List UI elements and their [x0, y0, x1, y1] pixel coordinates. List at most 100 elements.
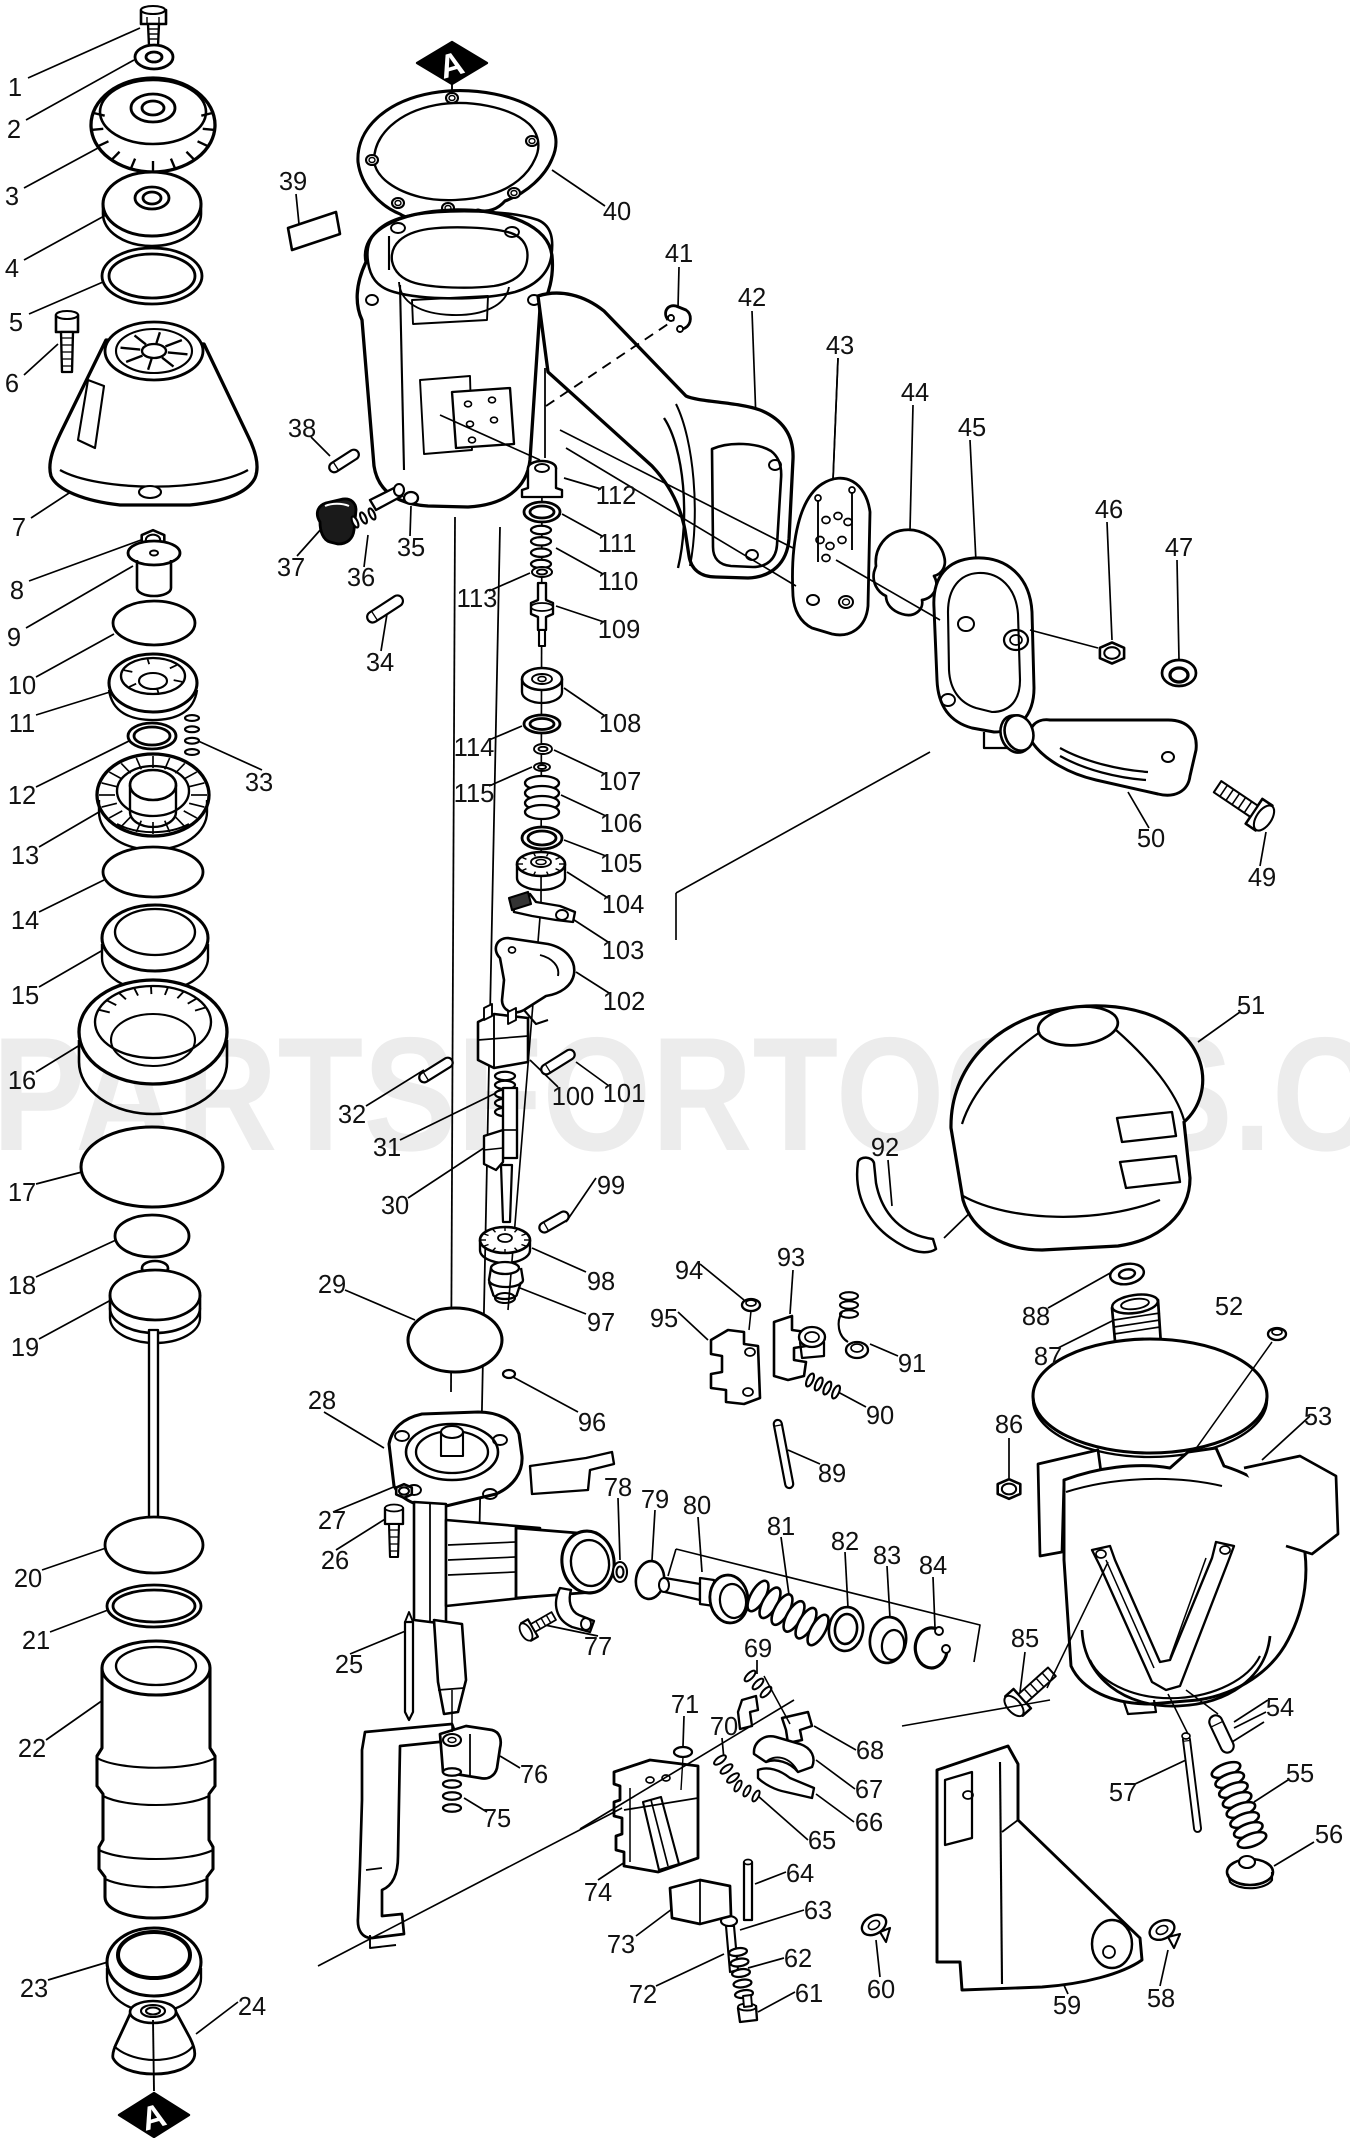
svg-text:54: 54	[1266, 1694, 1294, 1722]
svg-text:77: 77	[584, 1633, 612, 1661]
svg-text:98: 98	[587, 1268, 615, 1296]
svg-text:60: 60	[867, 1976, 895, 2004]
svg-text:12: 12	[8, 782, 36, 810]
svg-text:18: 18	[8, 1272, 36, 1300]
svg-text:28: 28	[308, 1387, 336, 1415]
svg-text:39: 39	[279, 168, 307, 196]
svg-text:46: 46	[1095, 496, 1123, 524]
svg-text:42: 42	[738, 284, 766, 312]
svg-text:100: 100	[552, 1083, 595, 1111]
svg-text:40: 40	[603, 198, 631, 226]
svg-text:99: 99	[597, 1172, 625, 1200]
svg-text:97: 97	[587, 1309, 615, 1337]
svg-text:59: 59	[1053, 1992, 1081, 2020]
svg-text:114: 114	[454, 734, 495, 762]
svg-text:65: 65	[808, 1827, 836, 1855]
svg-text:115: 115	[454, 780, 495, 808]
svg-text:62: 62	[784, 1945, 812, 1973]
svg-text:14: 14	[11, 907, 39, 935]
svg-text:94: 94	[675, 1257, 703, 1285]
svg-text:7: 7	[12, 514, 26, 542]
svg-text:20: 20	[14, 1565, 42, 1593]
svg-text:35: 35	[397, 534, 425, 562]
svg-text:37: 37	[277, 554, 305, 582]
svg-text:68: 68	[856, 1737, 884, 1765]
svg-text:31: 31	[373, 1134, 401, 1162]
svg-text:66: 66	[855, 1809, 883, 1837]
svg-text:78: 78	[604, 1474, 632, 1502]
svg-text:76: 76	[520, 1761, 548, 1789]
svg-text:56: 56	[1315, 1821, 1343, 1849]
svg-text:105: 105	[600, 850, 643, 878]
svg-text:24: 24	[238, 1993, 266, 2021]
svg-text:90: 90	[866, 1402, 894, 1430]
svg-text:15: 15	[11, 982, 39, 1010]
svg-text:2: 2	[7, 116, 21, 144]
svg-text:73: 73	[607, 1931, 635, 1959]
svg-text:81: 81	[767, 1513, 795, 1541]
svg-text:25: 25	[335, 1651, 363, 1679]
svg-text:91: 91	[898, 1350, 926, 1378]
svg-text:50: 50	[1137, 825, 1165, 853]
svg-text:8: 8	[10, 577, 24, 605]
svg-text:26: 26	[321, 1547, 349, 1575]
svg-text:85: 85	[1011, 1625, 1039, 1653]
svg-text:108: 108	[599, 710, 642, 738]
svg-text:58: 58	[1147, 1985, 1175, 2013]
svg-text:112: 112	[596, 482, 637, 510]
svg-text:17: 17	[8, 1179, 36, 1207]
svg-text:29: 29	[318, 1271, 346, 1299]
svg-text:33: 33	[245, 769, 273, 797]
svg-text:53: 53	[1304, 1403, 1332, 1431]
svg-text:64: 64	[786, 1860, 814, 1888]
svg-text:9: 9	[7, 624, 21, 652]
svg-text:67: 67	[855, 1776, 883, 1804]
svg-text:101: 101	[603, 1080, 646, 1108]
svg-text:23: 23	[20, 1975, 48, 2003]
svg-text:49: 49	[1248, 864, 1276, 892]
svg-text:70: 70	[710, 1713, 738, 1741]
svg-text:57: 57	[1109, 1779, 1137, 1807]
svg-text:45: 45	[958, 414, 986, 442]
svg-text:61: 61	[795, 1980, 823, 2008]
svg-text:52: 52	[1215, 1293, 1243, 1321]
svg-text:5: 5	[9, 309, 23, 337]
svg-text:113: 113	[457, 585, 498, 613]
svg-text:1: 1	[8, 74, 22, 102]
svg-text:27: 27	[318, 1507, 346, 1535]
svg-text:44: 44	[901, 379, 929, 407]
svg-text:38: 38	[288, 415, 316, 443]
svg-text:4: 4	[5, 255, 19, 283]
svg-text:51: 51	[1237, 992, 1265, 1020]
svg-text:22: 22	[18, 1735, 46, 1763]
svg-text:83: 83	[873, 1542, 901, 1570]
svg-text:10: 10	[8, 672, 36, 700]
svg-text:93: 93	[777, 1244, 805, 1272]
svg-text:86: 86	[995, 1411, 1023, 1439]
svg-text:74: 74	[584, 1879, 612, 1907]
svg-text:106: 106	[600, 810, 643, 838]
svg-text:36: 36	[347, 564, 375, 592]
svg-text:21: 21	[22, 1627, 50, 1655]
svg-text:107: 107	[599, 768, 642, 796]
svg-text:103: 103	[602, 937, 645, 965]
svg-text:19: 19	[11, 1334, 39, 1362]
svg-text:32: 32	[338, 1101, 366, 1129]
svg-text:43: 43	[826, 332, 854, 360]
svg-text:30: 30	[381, 1192, 409, 1220]
svg-text:109: 109	[598, 616, 641, 644]
svg-text:34: 34	[366, 649, 394, 677]
svg-text:88: 88	[1022, 1303, 1050, 1331]
svg-text:84: 84	[919, 1552, 947, 1580]
svg-text:47: 47	[1165, 534, 1193, 562]
svg-text:69: 69	[744, 1635, 772, 1663]
svg-text:3: 3	[5, 183, 19, 211]
svg-text:41: 41	[665, 240, 693, 268]
svg-text:95: 95	[650, 1305, 678, 1333]
svg-text:11: 11	[9, 710, 35, 738]
svg-text:110: 110	[598, 568, 639, 596]
svg-text:82: 82	[831, 1528, 859, 1556]
svg-text:75: 75	[483, 1805, 511, 1833]
svg-text:102: 102	[603, 988, 646, 1016]
svg-text:92: 92	[871, 1134, 899, 1162]
